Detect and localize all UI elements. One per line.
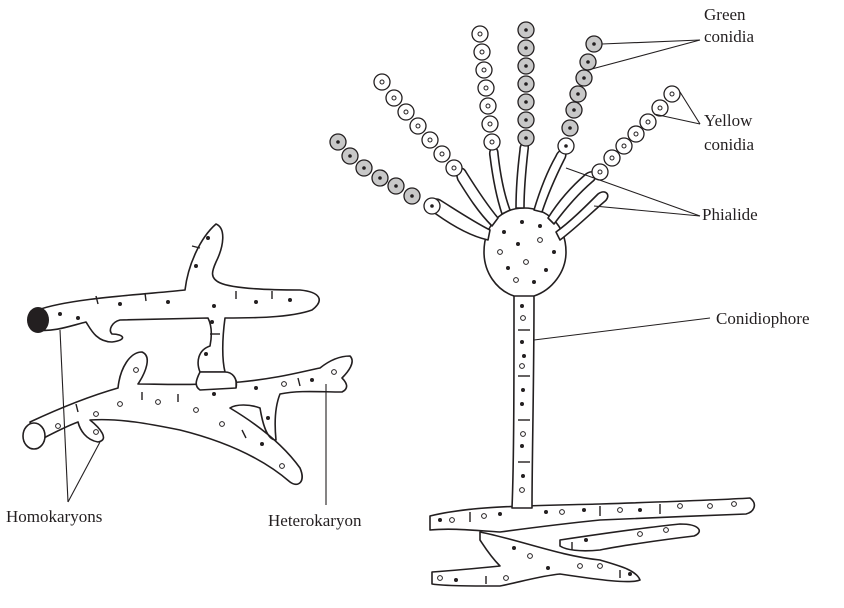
conidia-chain-2 xyxy=(374,74,462,176)
upper-hypha xyxy=(38,224,319,372)
heterokaryon-mycelium xyxy=(23,224,352,505)
conidia-chain-4 xyxy=(518,22,534,146)
conidiophore-structure xyxy=(330,22,754,586)
conidia-chain-3 xyxy=(472,26,500,150)
phialide-4 xyxy=(516,143,528,209)
base-hypha-branch xyxy=(560,524,699,551)
homokaryon-dark-tip xyxy=(27,307,49,333)
label-yellow-conidia-line2: conidia xyxy=(704,135,754,154)
label-conidiophore: Conidiophore xyxy=(716,309,810,328)
lower-hypha xyxy=(30,352,352,484)
anastomosis-bridge xyxy=(196,372,236,390)
conidia-chain-1 xyxy=(330,134,440,214)
label-homokaryons: Homokaryons xyxy=(6,507,102,526)
label-heterokaryon: Heterokaryon xyxy=(268,511,362,530)
conidia-chain-6 xyxy=(592,86,680,180)
homokaryon-light-tip xyxy=(23,423,45,449)
label-green-conidia-line2: conidia xyxy=(704,27,754,46)
label-phialide: Phialide xyxy=(702,205,758,224)
phialide-3 xyxy=(490,147,510,214)
label-green-conidia-line1: Green xyxy=(704,5,746,24)
base-hypha-upper xyxy=(430,498,754,532)
conidia-chain-5 xyxy=(558,36,602,154)
label-leaders xyxy=(534,40,710,340)
label-yellow-conidia-line1: Yellow xyxy=(704,111,753,130)
